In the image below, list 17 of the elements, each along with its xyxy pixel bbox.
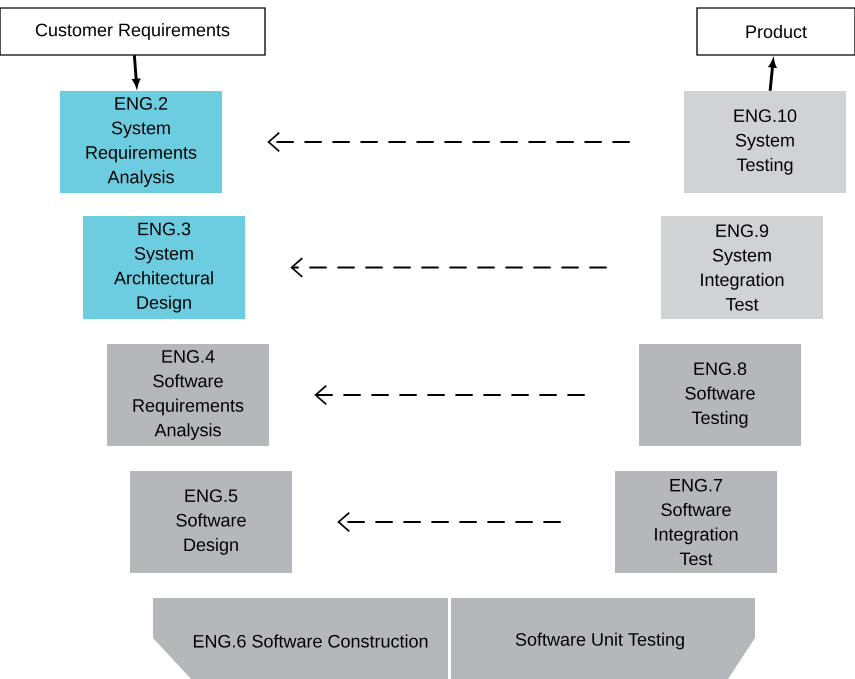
dashed-arrow (314, 385, 585, 405)
process-box: ENG.7 Software Integration Test (615, 471, 778, 573)
dashed-arrow (267, 132, 630, 152)
process-box: ENG.2 System Requirements Analysis (60, 91, 222, 193)
process-box: ENG.9 System Integration Test (661, 216, 824, 319)
arrow (768, 59, 776, 91)
input-box: Customer Requirements (0, 7, 266, 56)
dashed-arrow (290, 258, 607, 278)
process-box: ENG.3 System Architectural Design (83, 216, 245, 319)
process-box: ENG.10 System Testing (684, 91, 846, 193)
process-box: ENG.4 Software Requirements Analysis (107, 344, 269, 446)
process-box: ENG.5 Software Design (130, 471, 292, 573)
construction-band: ENG.6 Software Construction (153, 598, 448, 679)
process-box: ENG.8 Software Testing (639, 344, 801, 446)
output-box: Product (696, 7, 855, 56)
dashed-arrow (337, 512, 561, 532)
testing-band: Software Unit Testing (451, 598, 755, 679)
